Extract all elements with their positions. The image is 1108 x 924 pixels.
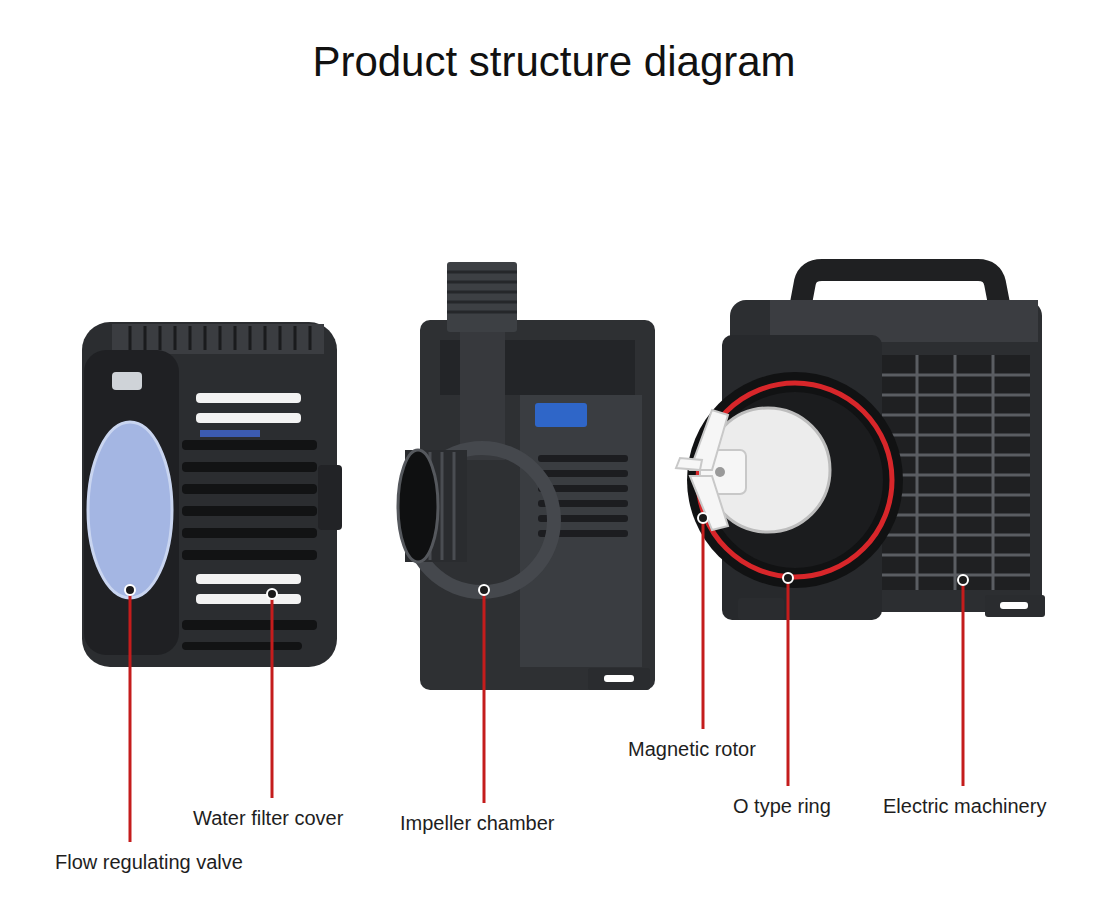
impeller-chamber-figure [447, 311, 517, 314]
filter-cover-figure [264, 326, 267, 350]
impeller-chamber-figure [538, 470, 628, 477]
filter-cover-figure [182, 440, 317, 450]
filter-cover-figure [200, 430, 260, 437]
leader-dot [698, 513, 708, 523]
filter-cover-figure [112, 372, 142, 390]
filter-cover-figure [196, 413, 301, 423]
filter-cover-figure [189, 326, 192, 350]
filter-cover-figure [249, 326, 252, 350]
motor-figure [992, 355, 995, 590]
impeller-chamber-figure [447, 301, 517, 304]
motor-figure [676, 410, 746, 530]
leader-dot [783, 573, 793, 583]
filter-cover-figure [182, 506, 317, 516]
leader-line [702, 520, 705, 729]
leader-line [129, 592, 132, 842]
filter-cover-figure [130, 326, 310, 350]
filter-cover-figure [88, 422, 172, 598]
motor-figure [985, 595, 1045, 617]
leader-dot [125, 513, 968, 599]
filter-cover-figure [294, 326, 297, 350]
motor-figure [698, 383, 892, 577]
motor-figure [715, 467, 725, 477]
part-label: O type ring [733, 794, 831, 818]
impeller-chamber-figure [535, 403, 587, 427]
part-label: Electric machinery [883, 794, 1046, 818]
impeller-chamber-figure [588, 668, 650, 690]
filter-cover-figure [318, 465, 342, 530]
filter-cover-figure [182, 528, 317, 538]
filter-cover-figure [174, 326, 177, 350]
motor-figure [687, 372, 903, 588]
impeller-chamber-figure [447, 271, 517, 274]
leader-dot [125, 585, 135, 595]
impeller-chamber-figure [441, 452, 444, 560]
impeller-chamber-figure [460, 330, 505, 460]
filter-cover-figure [204, 326, 207, 350]
impeller-chamber-figure [447, 262, 517, 332]
leader-dot [479, 585, 489, 595]
motor-figure [690, 476, 728, 530]
part-label: Impeller chamber [400, 811, 555, 835]
filter-cover-figure [196, 393, 301, 604]
motor-figure [1000, 602, 1028, 609]
motor-figure [916, 355, 919, 590]
motor-figure [738, 598, 784, 620]
part-label: Water filter cover [193, 806, 343, 830]
filter-cover-figure [196, 594, 301, 604]
impeller-chamber-figure [453, 452, 456, 560]
leader-line [130, 520, 963, 842]
leader-line [483, 592, 486, 803]
motor-figure [676, 270, 1045, 620]
impeller-chamber-figure [447, 272, 517, 312]
leader-line [962, 582, 965, 786]
filter-cover-figure [182, 440, 317, 650]
filter-cover-figure [279, 326, 282, 350]
filter-cover-figure [196, 393, 301, 403]
filter-cover-figure [196, 574, 301, 584]
impeller-chamber-figure [447, 281, 517, 284]
leader-dot [958, 575, 968, 585]
filter-cover-figure [82, 322, 342, 667]
impeller-chamber-figure [447, 291, 517, 294]
leader-dot [267, 589, 277, 599]
leader-line [271, 596, 274, 798]
impeller-chamber-figure [398, 262, 655, 690]
impeller-chamber-figure [604, 675, 634, 682]
filter-cover-figure [309, 326, 312, 350]
filter-cover-figure [219, 326, 222, 350]
filter-cover-figure [182, 484, 317, 494]
filter-cover-figure [159, 326, 162, 350]
filter-cover-figure [144, 326, 147, 350]
filter-cover-figure [182, 642, 302, 650]
filter-cover-figure [182, 620, 317, 630]
filter-cover-figure [82, 322, 337, 667]
impeller-chamber-figure [398, 450, 438, 562]
diagram-title: Product structure diagram [0, 38, 1108, 86]
impeller-chamber-figure [420, 320, 655, 690]
motor-figure [676, 458, 702, 470]
filter-cover-figure [182, 550, 317, 560]
filter-cover-figure [182, 462, 317, 472]
filter-cover-figure [234, 326, 237, 350]
part-label: Magnetic rotor [628, 737, 756, 761]
part-label: Flow regulating valve [55, 850, 243, 874]
filter-cover-figure [129, 326, 132, 350]
impeller-chamber-figure [520, 395, 642, 667]
motor-figure [954, 355, 957, 590]
leader-line [787, 580, 790, 786]
filter-cover-figure [112, 324, 324, 354]
impeller-chamber-figure [538, 455, 628, 462]
